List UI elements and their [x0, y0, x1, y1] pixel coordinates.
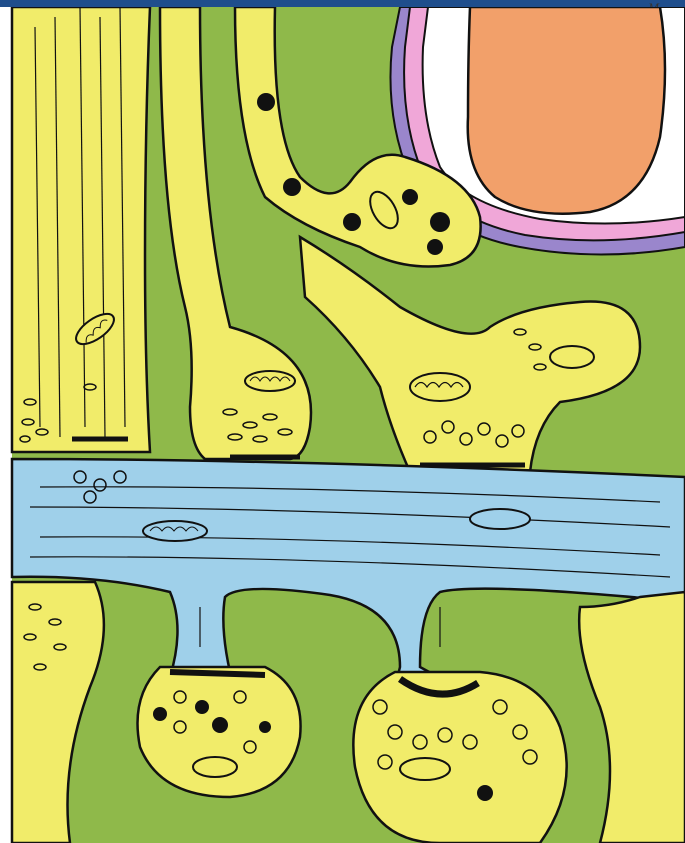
dense-core-vesicle-icon: [477, 785, 493, 801]
mitochondrion-icon: [400, 758, 450, 780]
mitochondrion-icon: [245, 371, 295, 391]
postsynaptic-density-icon: [170, 672, 265, 675]
mitochondrion-icon: [193, 757, 237, 777]
left-margin: [0, 7, 12, 843]
capillary-lumen: [468, 7, 665, 214]
axon-terminal-bottom-right: [353, 672, 566, 843]
neuropil-diagram: [0, 7, 685, 843]
axon-terminal-bottom-middle: [138, 667, 301, 797]
page-top-bar: [0, 0, 685, 7]
mitochondrion-icon: [550, 346, 594, 368]
mitochondrion-icon: [410, 373, 470, 401]
mitochondrion-icon: [470, 509, 530, 529]
mitochondrion-icon: [143, 521, 207, 541]
axon-bundle-left: [12, 7, 150, 452]
